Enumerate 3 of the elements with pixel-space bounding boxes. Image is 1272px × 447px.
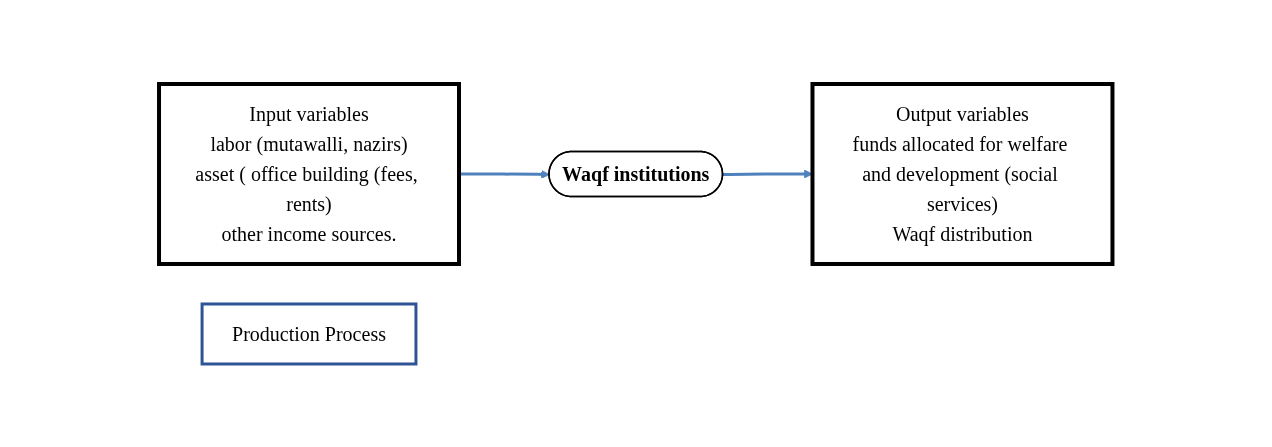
node-box: Output variables funds allocated for welfare and development (social services) Waqf distribution: [810, 81, 1115, 266]
node-box: Production Process: [200, 302, 418, 365]
node-box: Input variables labor (mutawalli, nazirs) asset ( office building (fees, rents) other income sources.: [157, 81, 462, 266]
